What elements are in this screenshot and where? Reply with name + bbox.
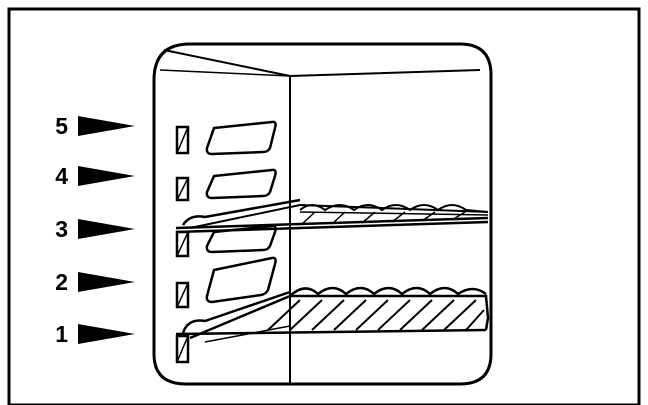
shelf-label-2: 2 bbox=[55, 269, 68, 295]
oven-cavity bbox=[152, 42, 493, 386]
guide-panel-5 bbox=[205, 120, 277, 156]
guide-panel-3 bbox=[205, 224, 277, 254]
arrow-5 bbox=[78, 116, 135, 136]
slot-5 bbox=[175, 125, 190, 155]
shelf-label-3: 3 bbox=[55, 216, 68, 242]
outer-frame bbox=[7, 7, 641, 405]
arrow-1 bbox=[78, 324, 135, 344]
guide-panel-2 bbox=[205, 256, 277, 304]
arrow-4 bbox=[78, 166, 135, 186]
guide-panels bbox=[205, 120, 277, 304]
position-arrows bbox=[78, 116, 135, 344]
shelf-label-4: 4 bbox=[55, 163, 68, 189]
ceiling-line bbox=[159, 69, 291, 77]
slot-1 bbox=[175, 334, 190, 364]
arrow-3 bbox=[78, 219, 135, 239]
rack-position-3 bbox=[175, 198, 489, 234]
shelf-label-5: 5 bbox=[55, 113, 68, 139]
guide-panel-4 bbox=[205, 168, 277, 200]
shelf-label-1: 1 bbox=[55, 321, 68, 347]
arrow-2 bbox=[78, 272, 135, 292]
rail-slots bbox=[175, 125, 190, 364]
slot-4 bbox=[175, 176, 190, 202]
rack-position-1 bbox=[175, 286, 490, 343]
slot-2 bbox=[175, 281, 190, 309]
